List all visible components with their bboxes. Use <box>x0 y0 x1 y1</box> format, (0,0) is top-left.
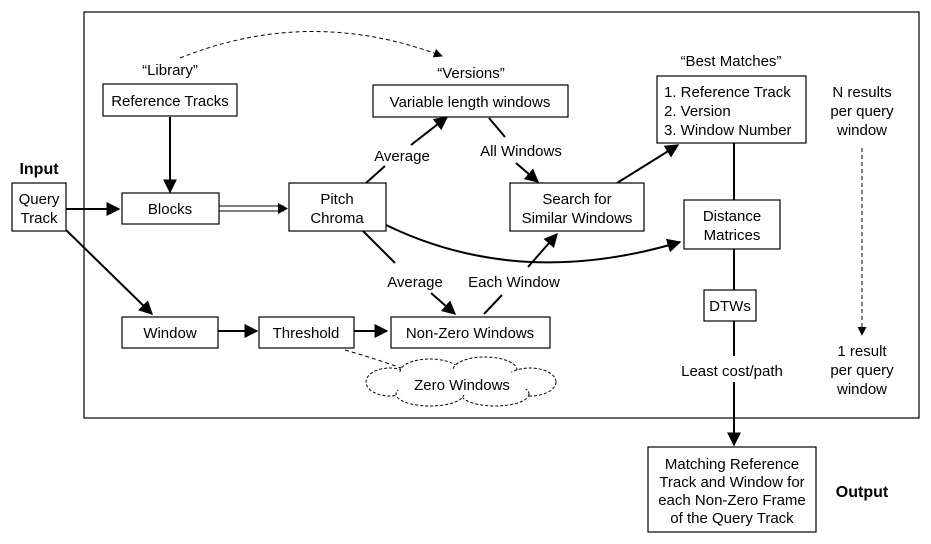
zero-windows-text: Zero Windows <box>414 377 510 394</box>
output-text-4: of the Query Track <box>670 510 794 527</box>
edge-search-best <box>616 144 680 184</box>
average-bottom-label: Average <box>387 274 443 291</box>
output-text-3: each Non-Zero Frame <box>658 492 806 509</box>
least-cost-label: Least cost/path <box>681 363 783 380</box>
edge-chroma-distance <box>385 224 682 264</box>
reference-tracks-text: Reference Tracks <box>111 93 229 110</box>
best-matches-label: “Best Matches” <box>681 53 782 70</box>
library-label: “Library” <box>142 62 198 79</box>
one-result-label-3: window <box>836 381 887 398</box>
blocks-text: Blocks <box>148 201 192 218</box>
edge-allwindows-search <box>515 162 540 183</box>
blocks-box <box>121 192 220 225</box>
search-similar-text-1: Search for <box>542 191 611 208</box>
pitch-chroma-text-1: Pitch <box>320 191 353 208</box>
search-similar-box <box>509 182 645 232</box>
search-similar-text-2: Similar Windows <box>522 210 633 227</box>
window-text: Window <box>143 325 197 342</box>
distance-matrices-text-1: Distance <box>703 208 761 225</box>
zero-windows-cloud <box>365 356 557 407</box>
edge-library-versions <box>179 31 443 59</box>
edge-nonzero-eachwindow <box>483 294 503 315</box>
all-windows-label: All Windows <box>480 143 562 160</box>
distance-matrices-text-2: Matrices <box>704 227 761 244</box>
output-label: Output <box>836 484 889 501</box>
query-track-text-1: Query <box>19 191 60 208</box>
best-list-item-2: 2. Version <box>664 103 731 120</box>
edge-average-nonzero <box>430 292 457 315</box>
threshold-text: Threshold <box>273 325 340 342</box>
n-results-label-1: N results <box>832 84 891 101</box>
edge-query-window <box>65 229 154 315</box>
pitch-chroma-box <box>288 182 387 232</box>
edge-chroma-average-bottom <box>362 230 396 264</box>
distance-matrices-box <box>683 199 781 250</box>
best-matches-box <box>656 75 807 144</box>
edge-blocks-chroma-head <box>278 203 288 214</box>
process-frame <box>83 11 920 419</box>
variable-windows-box <box>372 84 569 118</box>
edge-chroma-average-top <box>365 165 386 184</box>
dtws-box <box>703 289 757 322</box>
one-result-label-1: 1 result <box>837 343 887 360</box>
variable-windows-text: Variable length windows <box>390 94 551 111</box>
query-track-box <box>11 182 67 232</box>
each-window-label: Each Window <box>468 274 560 291</box>
best-list-item-3: 3. Window Number <box>664 122 792 139</box>
average-top-label: Average <box>374 148 430 165</box>
output-text-2: Track and Window for <box>659 474 804 491</box>
threshold-box <box>258 316 355 349</box>
window-box <box>121 316 219 349</box>
n-results-label-2: per query <box>830 103 894 120</box>
edge-variable-allwindows <box>488 117 506 138</box>
query-track-text-2: Track <box>21 210 58 227</box>
non-zero-windows-box <box>390 316 551 349</box>
output-text-1: Matching Reference <box>665 456 799 473</box>
non-zero-windows-text: Non-Zero Windows <box>406 325 534 342</box>
one-result-label-2: per query <box>830 362 894 379</box>
output-box <box>647 446 817 533</box>
n-results-label-3: window <box>836 122 887 139</box>
pitch-chroma-text-2: Chroma <box>310 210 364 227</box>
best-list-item-1: 1. Reference Track <box>664 84 791 101</box>
reference-tracks-box <box>102 83 238 117</box>
versions-label: “Versions” <box>437 65 505 82</box>
edge-average-variable <box>410 116 449 146</box>
input-label: Input <box>19 161 59 178</box>
dtws-text: DTWs <box>709 298 751 315</box>
